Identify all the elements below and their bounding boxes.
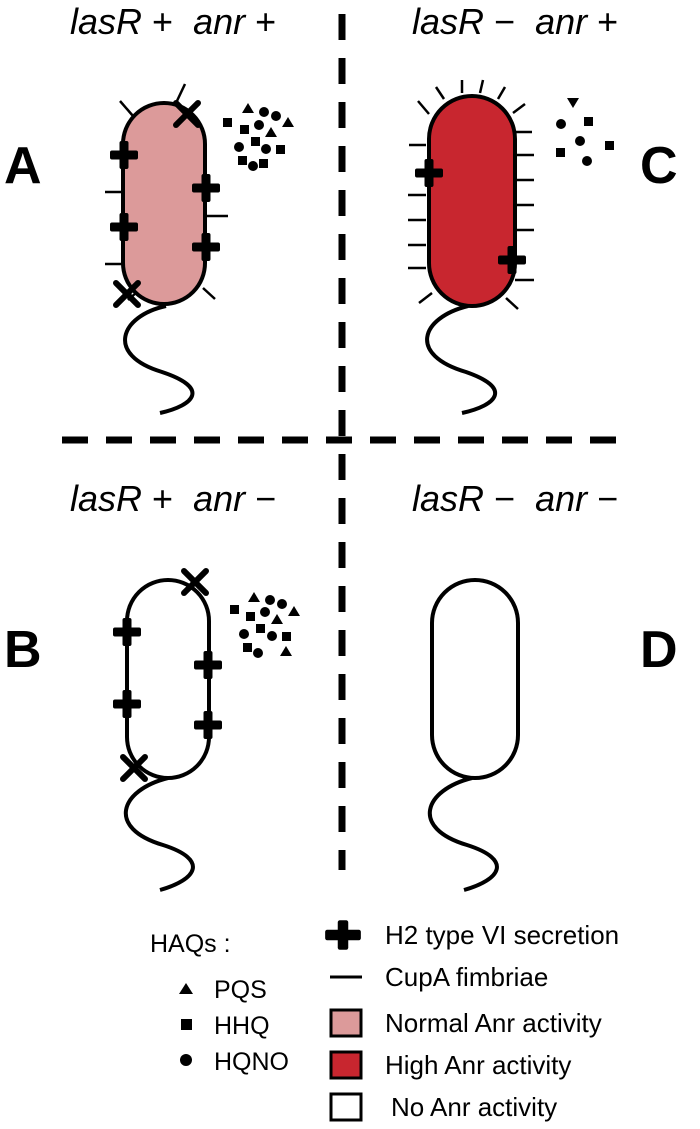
cell-body <box>427 94 517 308</box>
legend-cupa-label: CupA fimbriae <box>385 962 549 992</box>
flagellum <box>427 776 499 892</box>
panel-a-haq-molecules <box>223 103 294 171</box>
panel-letter-c: C <box>640 137 678 195</box>
flagellum <box>425 304 498 415</box>
legend-hhq-label: HHQ <box>214 1012 270 1040</box>
gene-sign: + <box>255 1 277 42</box>
legend-pqs-label: PQS <box>214 976 267 1004</box>
panel-c-haq-molecules <box>556 98 614 166</box>
legend-t6ss-label: H2 type VI secretion <box>385 920 620 950</box>
panel-b-bacterium <box>113 571 222 892</box>
gene-sign: + <box>152 1 174 42</box>
gene-name: anr <box>535 1 588 42</box>
square-icon <box>181 1019 192 1030</box>
swatch-high-icon <box>329 1050 363 1080</box>
legend-haqs-title: HAQs : <box>150 930 231 958</box>
legend-symbols <box>179 920 363 1122</box>
gene-name: lasR <box>70 478 143 519</box>
gene-sign: − <box>494 1 516 42</box>
cross-icon <box>325 920 361 950</box>
panel-c-genotype: lasR − anr + <box>412 4 618 40</box>
gene-name: lasR <box>70 1 143 42</box>
gene-sign: + <box>597 1 619 42</box>
cell-body <box>430 578 520 780</box>
gene-sign: + <box>152 478 174 519</box>
panel-b-genotype: lasR + anr − <box>70 481 276 517</box>
panel-d-genotype: lasR − anr − <box>412 481 618 517</box>
panel-d-bacterium <box>427 578 520 892</box>
panel-a-bacterium <box>105 83 228 415</box>
gene-name: anr <box>193 478 246 519</box>
triangle-icon <box>179 983 193 994</box>
legend-high-label: High Anr activity <box>385 1050 572 1080</box>
gene-name: lasR <box>412 1 485 42</box>
panel-a-genotype: lasR + anr + <box>70 4 276 40</box>
circle-icon <box>180 1054 192 1066</box>
gene-sign: − <box>255 478 277 519</box>
panel-c-bacterium <box>408 79 534 415</box>
panel-letter-a: A <box>4 137 42 195</box>
flagellum <box>123 304 195 415</box>
cell-body <box>121 101 207 306</box>
panel-letter-b: B <box>4 621 42 679</box>
panel-letter-d: D <box>640 621 678 679</box>
legend-normal-label: Normal Anr activity <box>385 1008 602 1038</box>
cell-body <box>125 578 211 780</box>
gene-name: anr <box>193 1 246 42</box>
legend-none-label: No Anr activity <box>391 1092 558 1122</box>
gene-name: lasR <box>412 478 485 519</box>
gene-name: anr <box>535 478 588 519</box>
flagellum <box>123 776 195 892</box>
gene-sign: − <box>494 478 516 519</box>
swatch-normal-icon <box>329 1008 363 1038</box>
gene-sign: − <box>597 478 619 519</box>
legend-hqno-label: HQNO <box>214 1048 289 1076</box>
panel-b-haq-molecules <box>230 592 300 658</box>
swatch-none-icon <box>329 1092 363 1122</box>
